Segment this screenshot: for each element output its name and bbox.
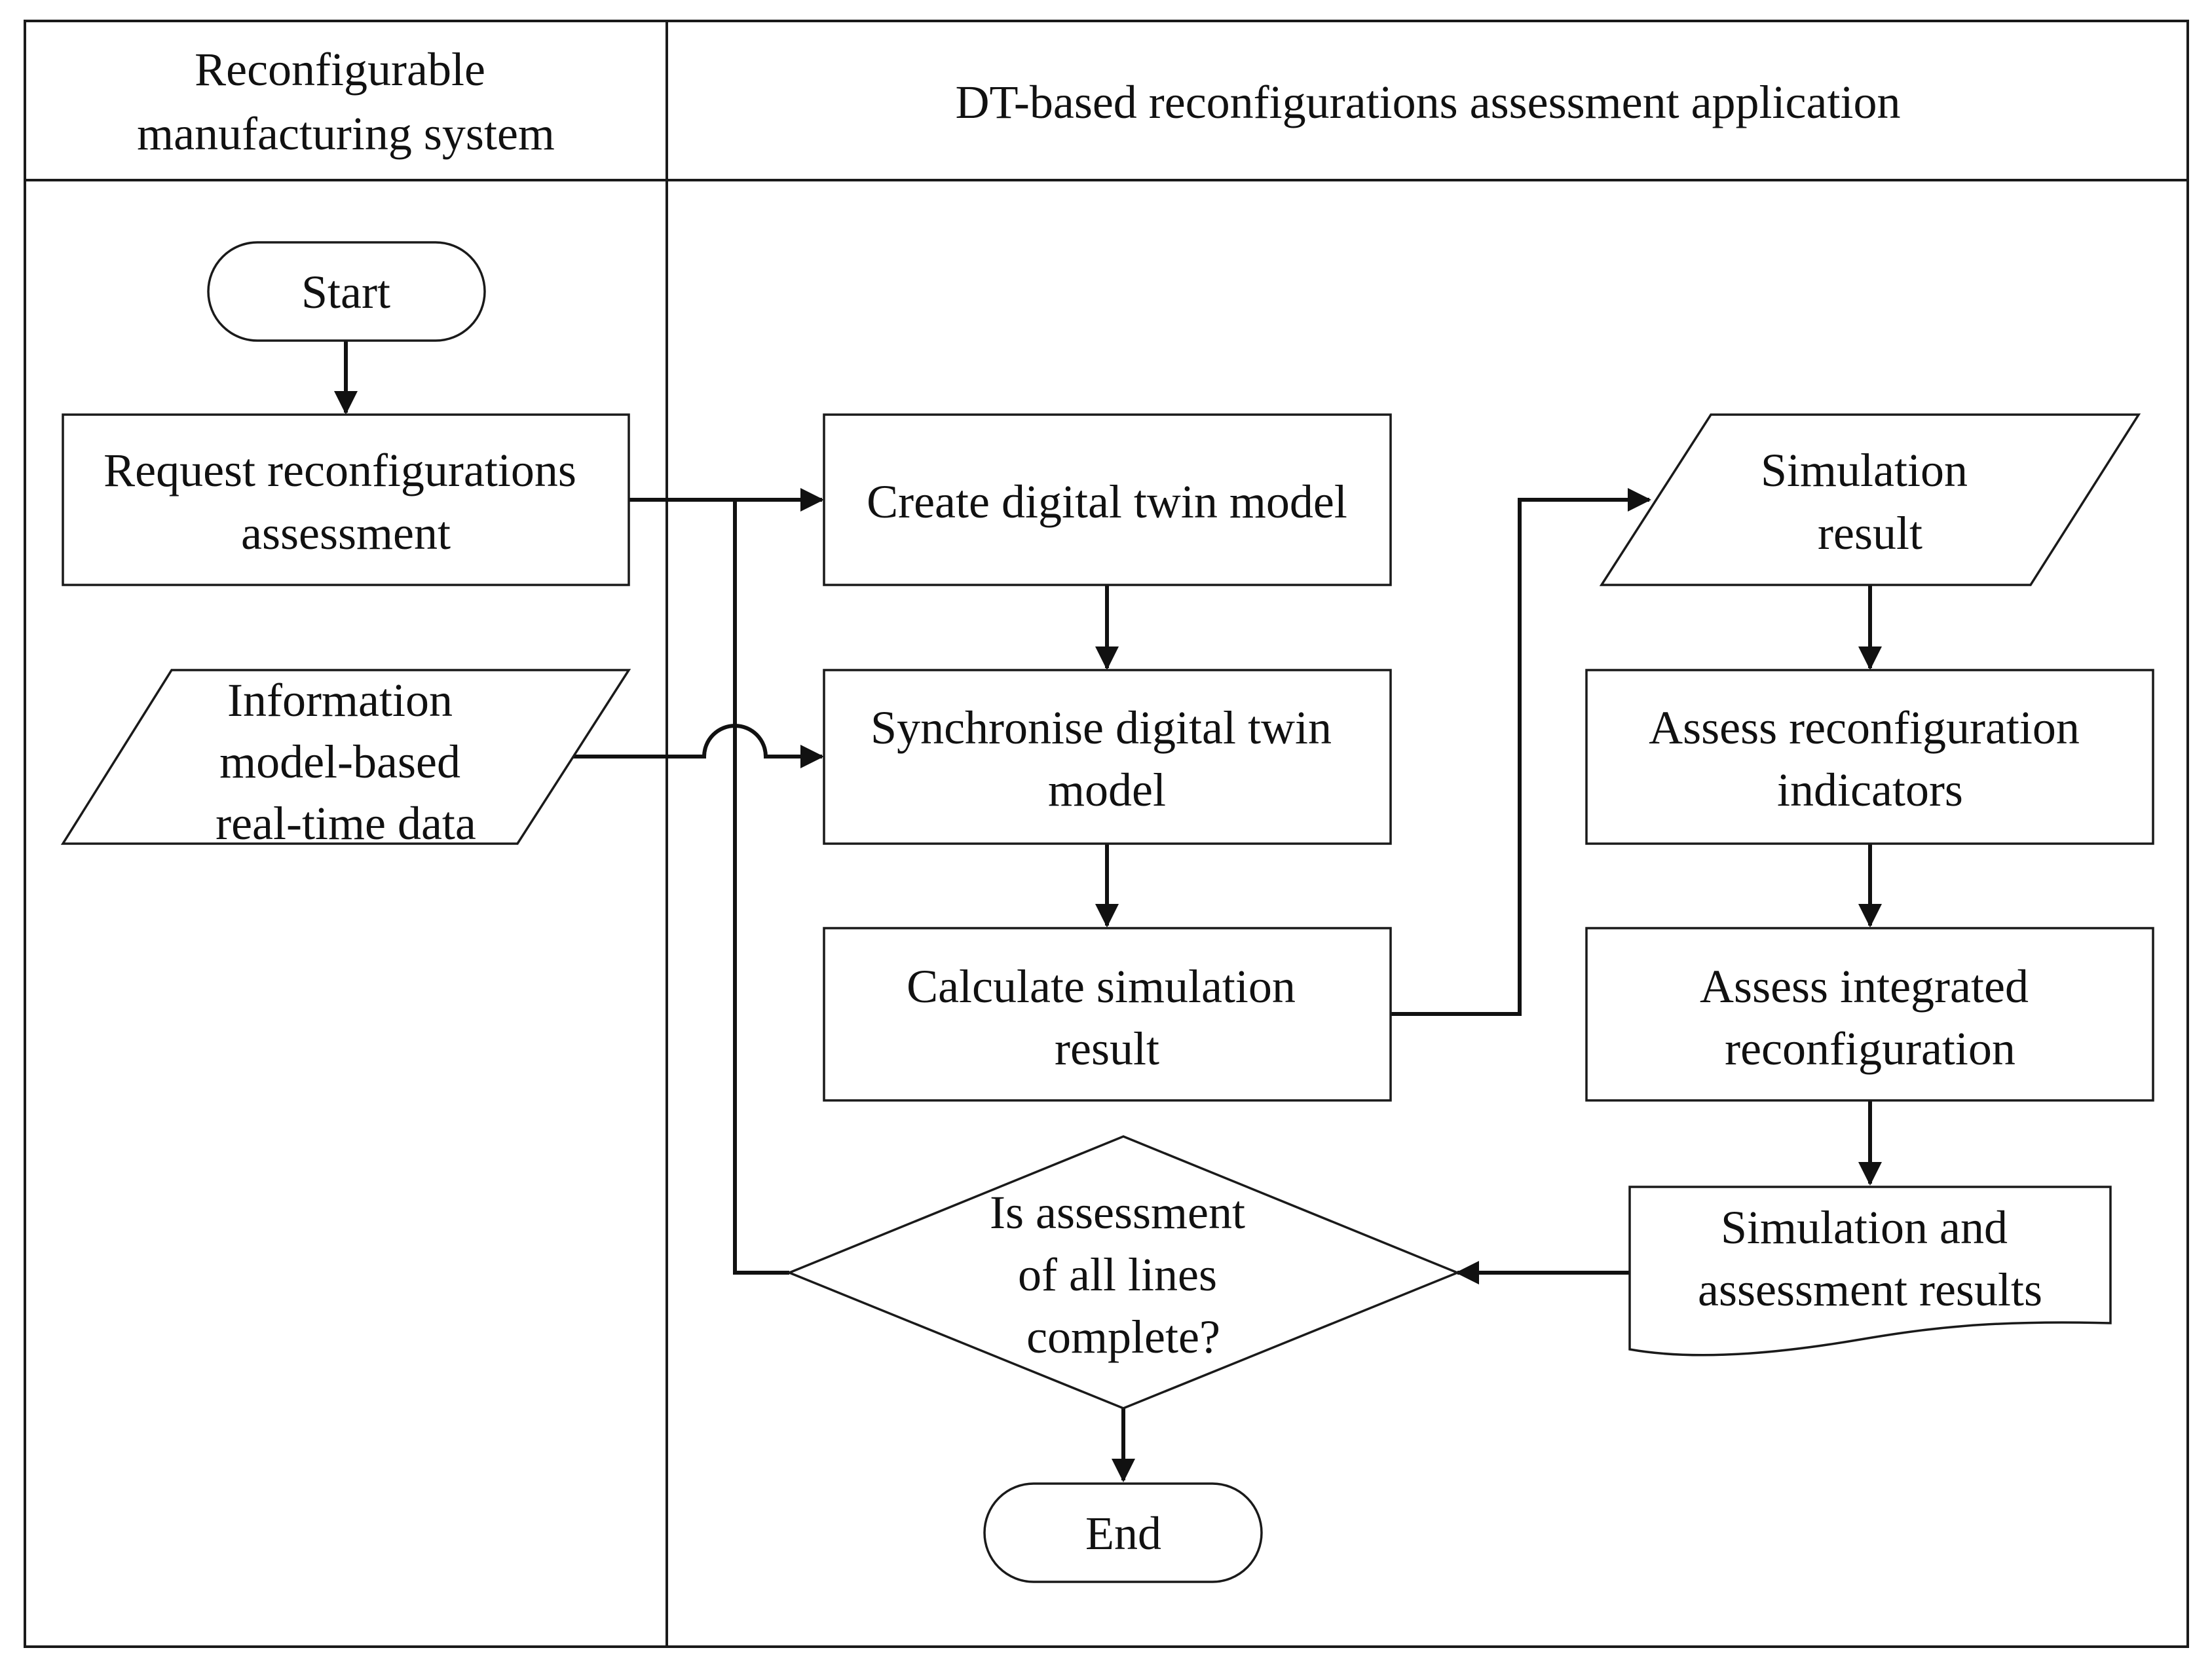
results-document: Simulation and assessment results	[1628, 1186, 2112, 1357]
start-terminator: Start	[207, 241, 486, 342]
end-terminator: End	[983, 1482, 1263, 1583]
assess-indicators-process: Assess reconfiguration indicators	[1585, 669, 2154, 845]
completion-decision: Is assessment of all lines complete?	[786, 1135, 1461, 1410]
arrow-data-to-synchronise	[572, 724, 824, 768]
lane-header-manufacturing-system: Reconfigurable manufacturing system	[137, 43, 555, 160]
request-assessment-label: Request reconfigurations assessment	[103, 444, 588, 559]
assess-indicators-label: Assess reconfiguration indicators	[1649, 702, 2091, 816]
results-document-label: Simulation and assessment results	[1698, 1201, 2042, 1316]
completion-decision-label: Is assessment of all lines complete?	[990, 1186, 1257, 1363]
realtime-data-input: Information model-based real-time data	[60, 669, 631, 850]
assess-integrated-label: Assess integrated reconfiguration	[1700, 960, 2040, 1075]
end-label: End	[1085, 1507, 1161, 1560]
simulation-result-data: Simulation result	[1599, 413, 2141, 586]
create-model-label: Create digital twin model	[867, 476, 1347, 528]
request-assessment-process: Request reconfigurations assessment	[62, 413, 630, 586]
assess-integrated-process: Assess integrated reconfiguration	[1585, 927, 2154, 1102]
create-model-process: Create digital twin model	[823, 413, 1392, 586]
synchronise-process: Synchronise digital twin model	[823, 669, 1392, 845]
calculate-label: Calculate simulation result	[907, 960, 1307, 1075]
synchronise-label: Synchronise digital twin model	[871, 702, 1343, 816]
swimlane-frame	[24, 20, 2189, 1648]
arrow-decision-loop-back	[733, 500, 789, 1275]
simulation-result-label: Simulation result	[1761, 444, 1979, 559]
lane-header-assessment-application: DT-based reconfigurations assessment app…	[956, 76, 1901, 128]
start-label: Start	[301, 266, 390, 318]
calculate-process: Calculate simulation result	[823, 927, 1392, 1102]
connectors	[334, 341, 1882, 1482]
realtime-data-label: Information model-based real-time data	[216, 674, 476, 850]
arrow-calculate-to-sim-result	[1391, 488, 1651, 1016]
